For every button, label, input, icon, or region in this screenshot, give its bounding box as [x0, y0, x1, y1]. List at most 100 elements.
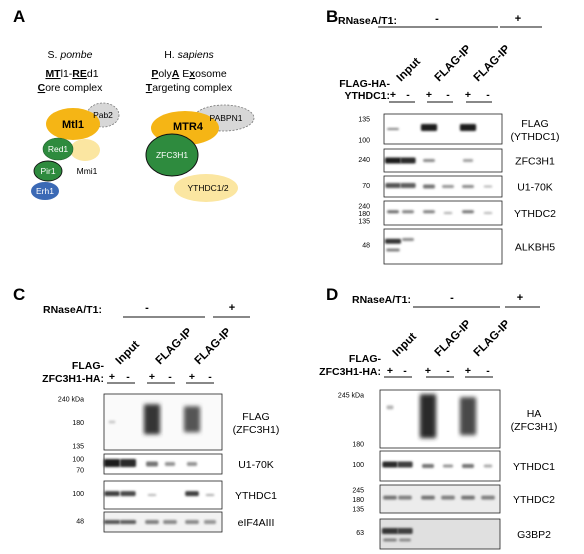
ythdc12-label: YTHDC1/2: [187, 183, 228, 193]
panel-c-blot-sublabel-0: (ZFC3H1): [233, 424, 280, 436]
panel-b-bait-sign-4: +: [465, 89, 471, 101]
panel-b-bait-sign-5: -: [486, 89, 490, 101]
panel-d-blot-label-3: G3BP2: [517, 529, 551, 541]
panel-b-blot-1-band-1: [400, 157, 416, 164]
panel-d-bait-sign-5: -: [486, 365, 490, 377]
hsapiens-complex-diagram: PABPN1 MTR4 ZFC3H1 YTHDC1/2: [145, 104, 255, 202]
panel-d-bait-sign-0: +: [387, 365, 393, 377]
panel-b-lane-group-0: Input: [395, 56, 423, 84]
panel-d-blot-3-band-3: [399, 538, 411, 542]
panel-c-blot-3-band-3: [163, 520, 177, 524]
panel-c-blot-0-mw-2: 135: [72, 444, 84, 451]
erh1-label: Erh1: [36, 186, 54, 196]
panel-d-bait-sign-1: -: [403, 365, 407, 377]
panel-b-blot-2-band-0: [385, 182, 401, 188]
panel-c-bait-sign-0: +: [109, 371, 115, 383]
panel-b-blot-3-band-2: [423, 210, 435, 214]
spombe-complex-diagram: Pab2 Mtl1 Red1 Pir1 Mmi1 Erh1: [31, 102, 120, 200]
panel-b-blot-3-band-4: [462, 210, 474, 214]
panel-c-blot-2-band-4: [205, 494, 215, 496]
panel-d-rnase-minus: -: [450, 292, 454, 304]
mtl1-shape: [46, 108, 100, 140]
panel-b-blot-1-band-0: [384, 157, 402, 164]
zfc3h1-shape: [145, 133, 199, 177]
panel-c-blot-1-band-3: [164, 462, 176, 466]
panel-b-blot-2-band-5: [483, 185, 493, 188]
mmi1-shape: [70, 139, 100, 161]
panel-c-blot-1-mw-1: 70: [76, 468, 84, 475]
erh1-shape: [31, 182, 59, 200]
panel-d-blot-3-mw-0: 63: [356, 530, 364, 537]
panel-d-blot-3-band-1: [397, 528, 413, 534]
panel-d-blot-3: G3BP2 63: [356, 518, 551, 550]
panel-c-blot-0-band-0: [143, 404, 161, 435]
panel-c-blot-frame-0: [103, 393, 223, 451]
panel-d-blot-1-band-4: [462, 464, 474, 468]
panel-b-blot-3-band-0: [387, 210, 399, 214]
panel-b-blot-4-band-2: [386, 248, 400, 252]
panel-c-bait-sign-1: -: [126, 371, 130, 383]
panel-b-blot-label-1: ZFC3H1: [515, 156, 555, 168]
pir1-shape: [33, 160, 63, 182]
spombe-complex-line1: MTl1-REd1: [45, 68, 98, 80]
panel-d-blot-2-band-0: [383, 495, 397, 500]
panel-b-blot-3-mw-1: 180: [358, 211, 370, 218]
panel-c-blot-0-mw-1: 180: [72, 420, 84, 427]
panel-b-bait-sign-2: +: [426, 89, 432, 101]
panel-c-bait-sign-5: -: [208, 371, 212, 383]
panel-b-blot-3-mw-0: 240: [358, 204, 370, 211]
panel-b-blot-2: U1-70K 70: [362, 175, 553, 198]
panel-b-blot-label-3: YTHDC2: [514, 208, 556, 220]
pir1-label: Pir1: [40, 166, 55, 176]
panel-c-lane-group-1: FLAG-IP: [154, 326, 195, 367]
panel-d-blot-2-mw-1: 180: [352, 497, 364, 504]
panel-b-bait-line1: FLAG-HA-: [339, 78, 390, 90]
panel-d-blot-sublabel-0: (ZFC3H1): [511, 421, 558, 433]
panel-b-blot-4-band-1: [402, 238, 414, 241]
panel-b-lane-group-1: FLAG-IP: [433, 43, 474, 84]
panel-b-blot-2-band-1: [400, 182, 416, 188]
panel-c-blot-2-band-3: [185, 491, 199, 497]
panel-c-blot-2-band-2: [147, 494, 157, 496]
mmi1-label: Mmi1: [77, 166, 98, 176]
panel-c-blot-0-band-2: [108, 420, 116, 424]
panel-b-bait-sign-1: -: [406, 89, 410, 101]
panel-c-bait-sign-3: -: [168, 371, 172, 383]
panel-b-blot-0-band-1: [420, 124, 438, 131]
panel-d-blot-0-band-2: [386, 405, 394, 410]
panel-b-blot-2-mw-0: 70: [362, 183, 370, 190]
panel-b-blot-label-2: U1-70K: [517, 182, 553, 194]
red1-shape: [42, 137, 74, 161]
panel-b-blot-sublabel-0: (YTHDC1): [511, 131, 560, 143]
panel-c-blot-3-band-1: [119, 520, 137, 524]
panel-c-blot-3-band-5: [204, 520, 216, 524]
panel-c-blot-1-band-0: [103, 459, 121, 467]
panel-b-blot-2-band-4: [462, 185, 474, 188]
panel-d-blot-label-1: YTHDC1: [513, 461, 555, 473]
panel-b-bait-line2: YTHDC1:: [344, 90, 390, 102]
panel-d-blot-label-0: HA: [527, 408, 542, 420]
panel-b-blot-1-band-3: [462, 159, 474, 162]
panel-d-blot-0-band-0: [419, 394, 437, 439]
panel-d-blot-label-2: YTHDC2: [513, 494, 555, 506]
zfc3h1-label: ZFC3H1: [156, 150, 188, 160]
panel-b-bait-sign-3: -: [446, 89, 450, 101]
panel-d-rnase-plus: +: [517, 292, 523, 304]
panel-c-blot-3-band-0: [103, 520, 121, 524]
panel-d-blot-1-band-3: [442, 464, 454, 468]
panel-c-rnase-minus: -: [145, 302, 149, 314]
panel-b-lane-group-2: FLAG-IP: [472, 43, 513, 84]
panel-c-blot-0-band-1: [183, 406, 201, 433]
panel-a-letter: A: [13, 7, 25, 26]
panel-c-blot-label-3: eIF4AIII: [238, 517, 275, 529]
